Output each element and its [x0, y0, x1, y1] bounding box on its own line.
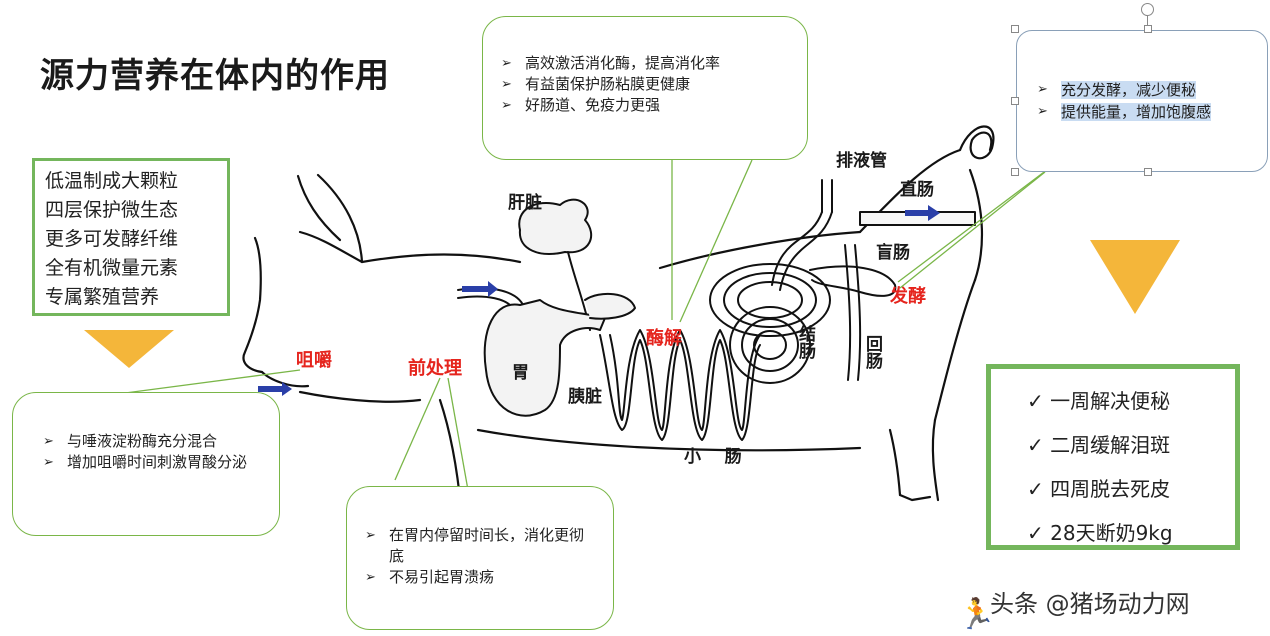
liver-label: 肝脏: [508, 192, 542, 213]
feature-item: 四层保护微生态: [45, 199, 179, 221]
enzymolysis-label: 酶解: [646, 327, 682, 349]
resize-handle[interactable]: [1011, 97, 1019, 105]
colon-point: 提供能量，增加饱腹感: [1037, 101, 1261, 123]
stomach-callout: 在胃内停留时间长，消化更彻底 不易引起胃溃疡: [346, 486, 614, 630]
mouth-callout: 与唾液淀粉酶充分混合 增加咀嚼时间刺激胃酸分泌: [12, 392, 280, 536]
rectum-label: 直肠: [900, 179, 934, 200]
feature-item: 更多可发酵纤维: [45, 228, 179, 250]
colon-point: 充分发酵，减少便秘: [1037, 79, 1261, 101]
intestine-point: 好肠道、免疫力更强: [501, 95, 797, 116]
result-item: ✓ 28天断奶9kg: [1027, 521, 1173, 545]
ileum-label: 回肠: [862, 335, 883, 370]
ferment-label: 发酵: [889, 285, 926, 307]
intestine-point: 高效激活消化酶，提高消化率: [501, 53, 797, 74]
pretreat-label: 前处理: [408, 357, 462, 379]
result-item: ✓ 四周脱去死皮: [1027, 477, 1171, 501]
resize-handle[interactable]: [1011, 168, 1019, 176]
rotate-handle-stem: [1147, 15, 1148, 25]
feature-box: 低温制成大颗粒 四层保护微生态 更多可发酵纤维 全有机微量元素 专属繁殖营养: [32, 158, 230, 316]
connector-lines: [109, 159, 1061, 491]
small-intestine-label: 小 肠: [684, 447, 742, 467]
intestine-callout: 高效激活消化酶，提高消化率 有益菌保护肠粘膜更健康 好肠道、免疫力更强: [482, 16, 808, 160]
chew-label: 咀嚼: [296, 349, 332, 371]
feature-item: 低温制成大颗粒: [45, 170, 179, 192]
mouth-point: 与唾液淀粉酶充分混合: [43, 431, 265, 452]
stomach-label: 胃: [512, 363, 529, 383]
drain-label: 排液管: [836, 150, 887, 171]
resize-handle[interactable]: [1144, 168, 1152, 176]
stomach-point: 不易引起胃溃疡: [365, 567, 593, 588]
resize-handle[interactable]: [1144, 25, 1152, 33]
cecum-label: 盲肠: [876, 242, 910, 263]
result-item: ✓ 一周解决便秘: [1027, 389, 1171, 413]
mouth-point: 增加咀嚼时间刺激胃酸分泌: [43, 452, 265, 473]
colon-label: 结肠: [795, 324, 816, 360]
stomach-point: 在胃内停留时间长，消化更彻底: [365, 525, 593, 567]
feature-item: 专属繁殖营养: [45, 286, 160, 308]
running-pig-logo-icon: 🏃: [958, 597, 996, 632]
results-box: ✓ 一周解决便秘 ✓ 二周缓解泪斑 ✓ 四周脱去死皮 ✓ 28天断奶9kg: [986, 364, 1240, 550]
flow-arrows: [258, 205, 940, 396]
page-title: 源力营养在体内的作用: [40, 56, 390, 96]
pancreas-label: 胰脏: [568, 386, 602, 407]
feature-item: 全有机微量元素: [45, 257, 179, 279]
pig-outline: [242, 125, 995, 522]
digestive-tract: [457, 179, 976, 441]
resize-handle[interactable]: [1011, 25, 1019, 33]
down-arrow-left: [84, 330, 174, 368]
result-item: ✓ 二周缓解泪斑: [1027, 433, 1171, 457]
colon-callout[interactable]: 充分发酵，减少便秘 提供能量，增加饱腹感: [1016, 30, 1268, 172]
watermark: 头条 @猪场动力网: [990, 590, 1190, 618]
down-arrow-right: [1090, 240, 1180, 314]
intestine-point: 有益菌保护肠粘膜更健康: [501, 74, 797, 95]
